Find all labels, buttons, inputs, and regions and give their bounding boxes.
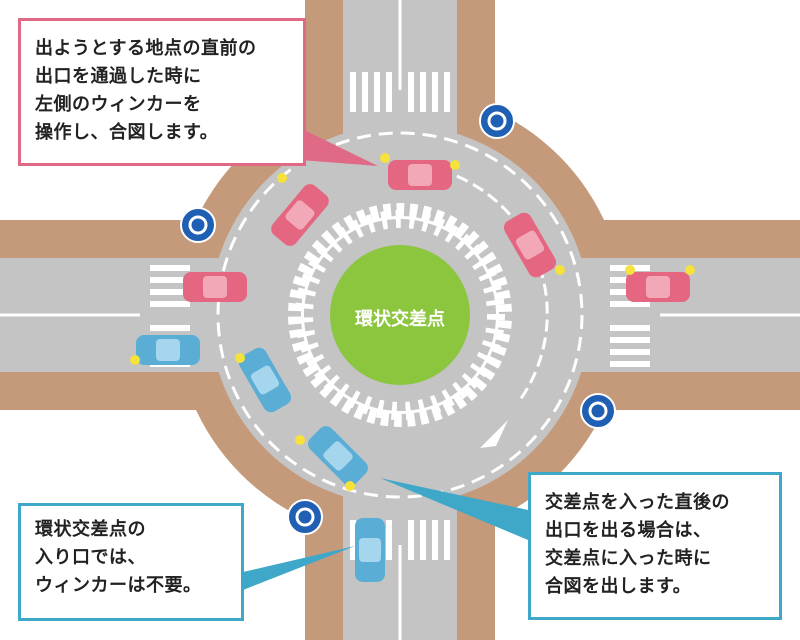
blue-car xyxy=(308,426,368,486)
yield-line-ring xyxy=(216,131,584,499)
center-label: 環状交差点 xyxy=(355,309,445,330)
callout-line: 出口を出る場合は、 xyxy=(545,520,712,541)
callout-bottom-right: 交差点を入った直後の 出口を出る場合は、 交差点に入った時に 合図を出します。 xyxy=(528,472,782,620)
callout-line: 合図を出します。 xyxy=(545,576,692,597)
callout-line: 出口を通過した時に xyxy=(35,66,202,87)
arrow-head xyxy=(480,420,508,448)
roundabout-sign-icon xyxy=(180,207,216,243)
blinker-marks xyxy=(130,153,695,491)
roundabout-sign-icon xyxy=(580,393,616,429)
callout-pointer-top xyxy=(300,128,378,166)
central-island xyxy=(330,245,470,385)
pink-car xyxy=(388,160,452,190)
callout-pointer-bl xyxy=(243,546,355,590)
direction-arrow-icon xyxy=(439,168,549,401)
pink-car xyxy=(183,272,247,302)
callout-line: 出ようとする地点の直前の xyxy=(35,38,257,59)
callout-bottom-left: 環状交差点の 入り口では、 ウィンカーは不要。 xyxy=(18,503,244,621)
callout-line: 交差点を入った直後の xyxy=(545,492,730,513)
pink-car xyxy=(626,272,690,302)
blue-car xyxy=(355,518,385,582)
callout-line: 環状交差点の xyxy=(35,519,146,540)
callout-line: ウィンカーは不要。 xyxy=(35,575,202,596)
roundabout-sign-icon xyxy=(287,499,323,535)
callout-line: 左側のウィンカーを xyxy=(35,94,202,115)
pink-car xyxy=(503,212,557,278)
callout-top: 出ようとする地点の直前の 出口を通過した時に 左側のウィンカーを 操作し、合図し… xyxy=(18,18,306,166)
callout-line: 操作し、合図します。 xyxy=(35,122,219,143)
callout-line: 入り口では、 xyxy=(35,547,146,568)
callout-line: 交差点に入った時に xyxy=(545,548,712,569)
blue-car xyxy=(238,347,292,413)
pink-car xyxy=(271,184,329,246)
blue-car xyxy=(136,335,200,365)
roundabout-sign-icon xyxy=(479,103,515,139)
callout-pointer-br xyxy=(380,478,528,540)
